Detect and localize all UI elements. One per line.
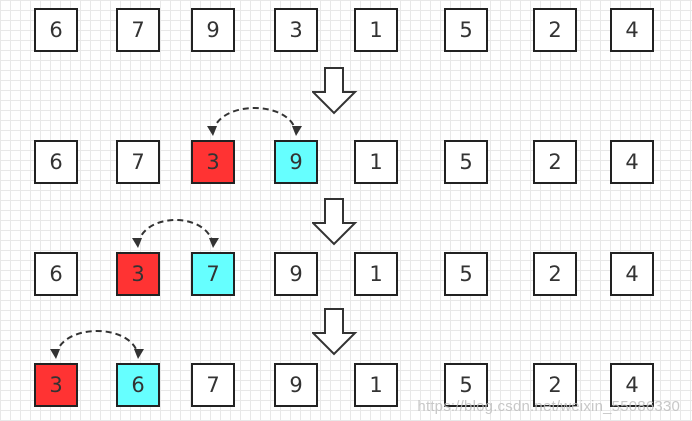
array-cell: 4: [610, 363, 654, 407]
array-cell: 1: [354, 363, 398, 407]
array-cell: 2: [533, 363, 577, 407]
array-cell: 7: [116, 8, 160, 52]
array-cell: 2: [533, 252, 577, 296]
down-arrow-icon: [312, 198, 358, 246]
array-cell: 1: [354, 252, 398, 296]
array-cell: 3: [34, 363, 78, 407]
array-cell: 3: [116, 252, 160, 296]
array-cell: 6: [116, 363, 160, 407]
array-cell: 5: [444, 252, 488, 296]
array-cell: 5: [444, 8, 488, 52]
array-cell: 7: [116, 140, 160, 184]
array-cell: 3: [274, 8, 318, 52]
array-cell: 2: [533, 8, 577, 52]
down-arrow-icon: [312, 67, 358, 115]
array-cell: 9: [191, 8, 235, 52]
array-cell: 4: [610, 252, 654, 296]
array-cell: 6: [34, 252, 78, 296]
down-arrow-icon: [312, 308, 358, 356]
array-cell: 6: [34, 8, 78, 52]
array-cell: 9: [274, 252, 318, 296]
array-cell: 1: [354, 8, 398, 52]
array-cell: 5: [444, 363, 488, 407]
array-cell: 5: [444, 140, 488, 184]
array-cell: 7: [191, 363, 235, 407]
array-cell: 9: [274, 363, 318, 407]
array-cell: 2: [533, 140, 577, 184]
array-cell: 6: [34, 140, 78, 184]
array-cell: 1: [354, 140, 398, 184]
array-cell: 3: [191, 140, 235, 184]
array-cell: 4: [610, 8, 654, 52]
watermark: https://blog.csdn.net/weixin_55086330: [417, 398, 680, 415]
array-cell: 7: [191, 252, 235, 296]
array-cell: 9: [274, 140, 318, 184]
array-cell: 4: [610, 140, 654, 184]
